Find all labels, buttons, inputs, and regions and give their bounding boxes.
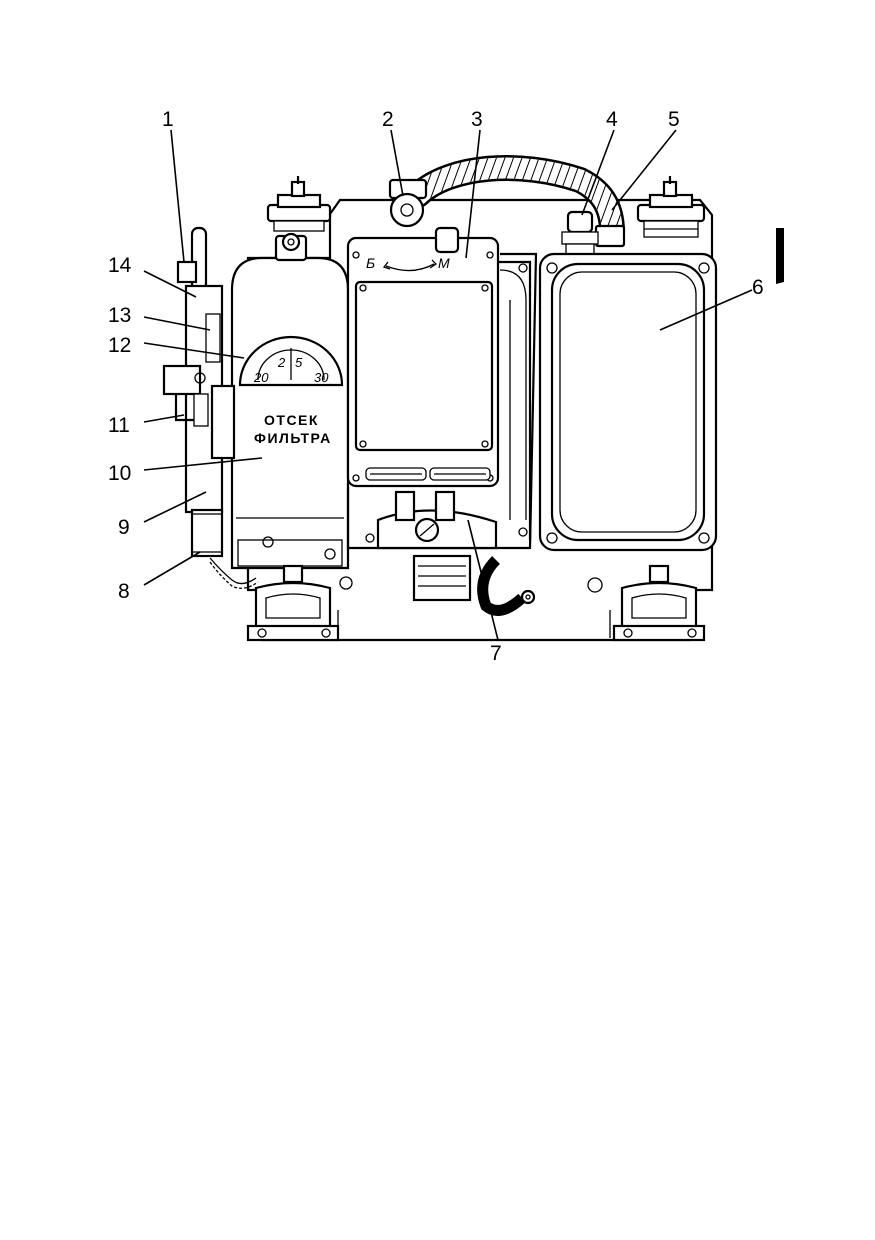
- switch-label-m: М: [438, 255, 450, 271]
- filter-compartment: [230, 232, 350, 570]
- left-clamp: [246, 564, 340, 642]
- callout-7: 7: [490, 642, 502, 665]
- callout-1: 1: [162, 108, 174, 131]
- hose: [405, 155, 626, 248]
- dial-mark-30: 30: [314, 370, 329, 385]
- leader-lines: [143, 129, 753, 641]
- callout-5: 5: [668, 108, 680, 131]
- callout-9: 9: [118, 516, 130, 539]
- callout-2: 2: [382, 108, 394, 131]
- right-compartment: [538, 252, 718, 552]
- callout-13: 13: [108, 304, 131, 327]
- callout-4: 4: [606, 108, 618, 131]
- callout-12: 12: [108, 334, 131, 357]
- filter-plate-line2: ФИЛЬТРА: [254, 430, 332, 446]
- dial-mark-5: 5: [295, 355, 303, 370]
- mode-knob: [388, 178, 428, 228]
- right-clamp: [612, 564, 706, 642]
- callout-8: 8: [118, 580, 130, 603]
- fitting: [561, 210, 599, 255]
- top-left-valve: [266, 176, 332, 232]
- pressure-gauge: 20 2 5 30: [238, 335, 344, 387]
- dial-mark-20: 20: [253, 370, 269, 385]
- callout-3: 3: [471, 108, 483, 131]
- centre-panel: Б М: [346, 226, 500, 488]
- filter-plate-line1: ОТСЕК: [264, 412, 319, 428]
- ground-cable: [477, 556, 536, 616]
- switch-label-b: Б: [366, 255, 375, 271]
- callout-14: 14: [108, 254, 132, 277]
- callout-11: 11: [108, 414, 130, 437]
- dial-mark-2: 2: [277, 355, 286, 370]
- side-bracket: [162, 226, 259, 589]
- callout-10: 10: [108, 462, 131, 485]
- top-right-valve: [636, 176, 706, 238]
- edge-mark: [776, 228, 784, 284]
- lower-selector: [376, 490, 498, 602]
- chassis-body: [346, 252, 538, 550]
- callout-6: 6: [752, 276, 764, 299]
